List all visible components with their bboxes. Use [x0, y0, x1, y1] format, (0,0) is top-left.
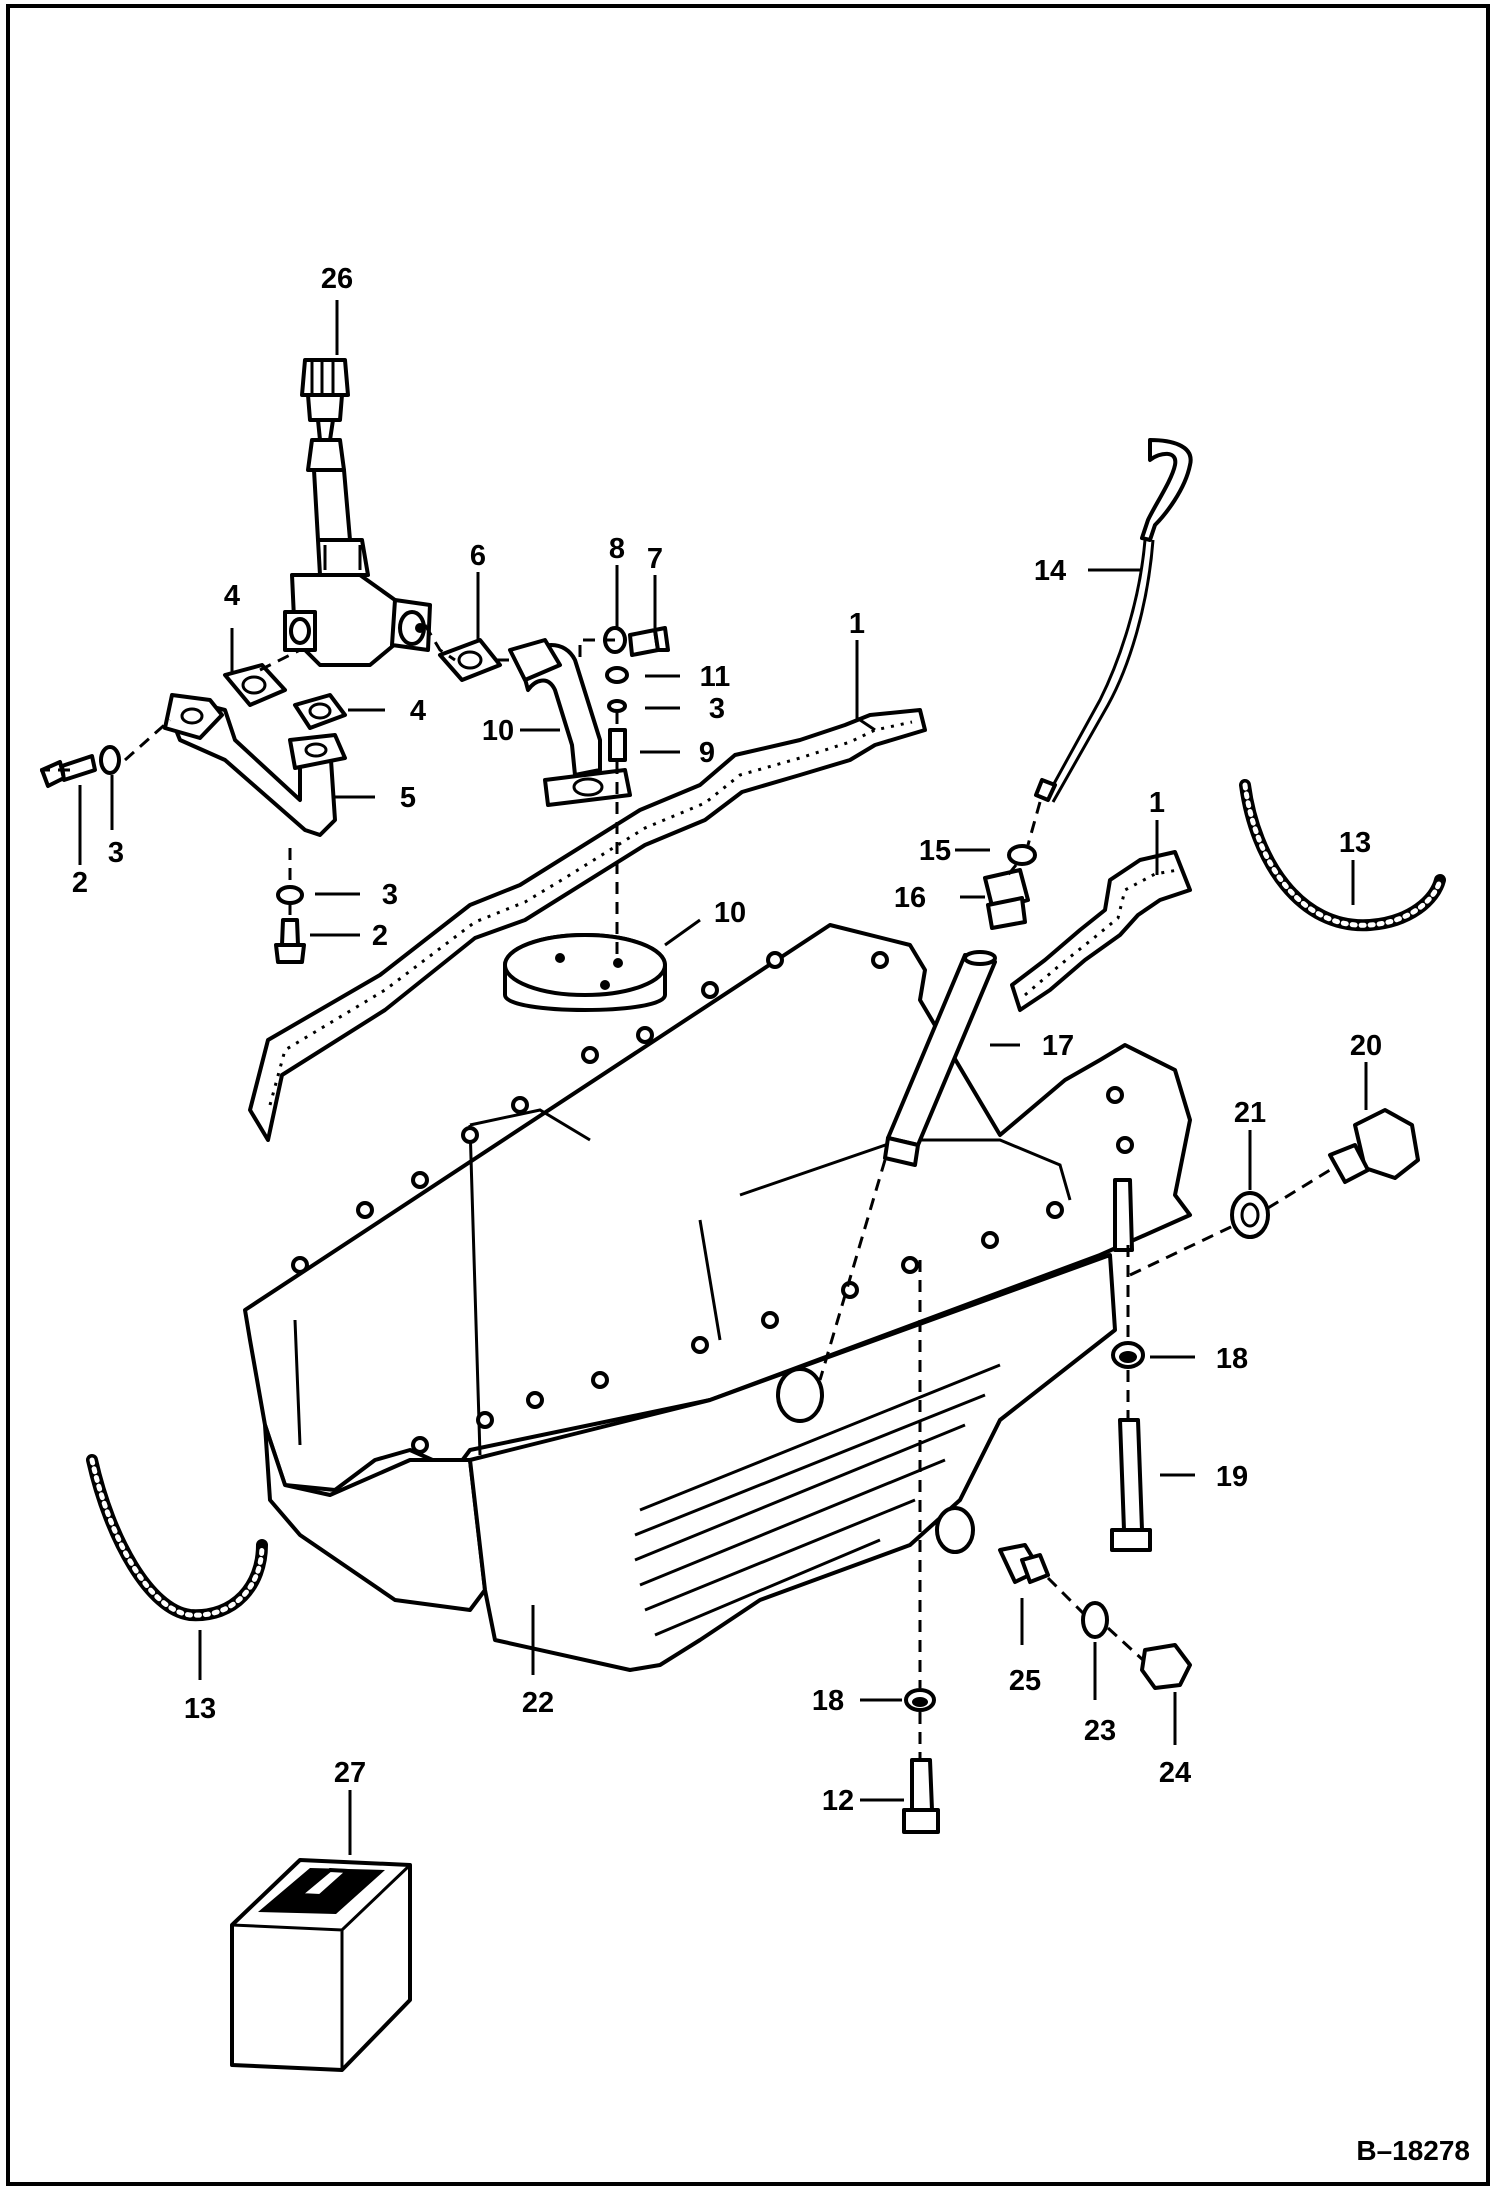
- dipstick-adapter-16: [983, 868, 1030, 930]
- bolt-2-left: [40, 754, 97, 788]
- callout-21: 21: [1234, 1097, 1266, 1129]
- callout-27: 27: [334, 1757, 366, 1789]
- o-ring-15: [1007, 844, 1037, 866]
- callout-10: 10: [482, 715, 514, 747]
- callout-25: 25: [1009, 1665, 1041, 1697]
- rear-seal-gasket: [1239, 779, 1446, 932]
- bolt-12: [902, 1758, 940, 1834]
- washer-3-left: [99, 745, 121, 775]
- callout-11: 11: [700, 661, 731, 693]
- callout-15: 15: [919, 835, 951, 867]
- flange-bolt-holes: [291, 951, 1134, 1454]
- callout-16: 16: [894, 882, 926, 914]
- callout-14: 14: [1034, 555, 1066, 587]
- callout-2: 2: [372, 920, 388, 952]
- pan-gasket-right: [1010, 850, 1192, 1012]
- callout-1: 1: [1149, 787, 1165, 819]
- washer-11: [605, 666, 629, 684]
- plug-24: [1140, 1643, 1192, 1690]
- sealant-package: [230, 1858, 412, 2072]
- callout-9: 9: [699, 737, 715, 769]
- callout-22: 22: [522, 1687, 554, 1719]
- callout-3: 3: [108, 837, 124, 869]
- washer-18-upper: [1111, 1341, 1145, 1369]
- callout-5: 5: [400, 782, 416, 814]
- stud-9: [608, 728, 627, 762]
- bolt-2-lower: [274, 918, 306, 964]
- washer-3-center: [607, 699, 627, 713]
- pan-gasket-left: [248, 708, 927, 1142]
- drain-plug-20: [1328, 1108, 1420, 1184]
- callout-20: 20: [1350, 1030, 1382, 1062]
- washer-23: [1081, 1601, 1109, 1639]
- callout-26: 26: [321, 263, 353, 295]
- washer-3-lower: [276, 885, 304, 905]
- callout-17: 17: [1042, 1030, 1074, 1062]
- callout-18: 18: [1216, 1343, 1248, 1375]
- bolt-7: [628, 626, 670, 657]
- front-seal-gasket: [86, 1454, 268, 1622]
- callout-2: 2: [72, 867, 88, 899]
- callout-12: 12: [822, 1785, 854, 1817]
- callout-1: 1: [849, 608, 865, 640]
- oil-pan: [243, 923, 1192, 1672]
- drawing-number: B–18278: [1356, 2135, 1470, 2166]
- callout-10: 10: [714, 897, 746, 929]
- callout-13: 13: [1339, 827, 1371, 859]
- oil-pump: [283, 358, 432, 667]
- callout-13: 13: [184, 1693, 216, 1725]
- callout-18: 18: [812, 1685, 844, 1717]
- leader-lines: [78, 300, 1368, 1855]
- drawing-frame: [6, 4, 1490, 2186]
- callout-3: 3: [709, 693, 725, 725]
- callout-4: 4: [224, 580, 240, 612]
- pump-gasket-upper: [223, 663, 287, 707]
- oil-strainer: [503, 933, 667, 1012]
- callout-23: 23: [1084, 1715, 1116, 1747]
- bolt-19: [1110, 1418, 1152, 1552]
- pump-gasket-lower: [293, 693, 347, 730]
- callout-24: 24: [1159, 1757, 1191, 1789]
- callout-labels: 26 14 4 6 8 7 1 11 3 4 10 9 5 2 3 3 2 10…: [72, 263, 1382, 1817]
- dipstick: [1034, 438, 1193, 803]
- washer-18-lower: [904, 1688, 936, 1712]
- suction-pipe: [163, 693, 347, 837]
- callout-3: 3: [382, 879, 398, 911]
- callout-4: 4: [410, 695, 426, 727]
- assembly-lines: [40, 624, 1331, 1758]
- fitting-25: [998, 1543, 1050, 1584]
- callout-8: 8: [609, 533, 625, 565]
- callout-19: 19: [1216, 1461, 1248, 1493]
- callout-6: 6: [470, 540, 486, 572]
- dipstick-tube-17: [883, 950, 997, 1167]
- pipe-gasket: [438, 638, 502, 682]
- callout-7: 7: [647, 543, 663, 575]
- delivery-pipe: [508, 638, 632, 807]
- washer-21: [1230, 1191, 1270, 1239]
